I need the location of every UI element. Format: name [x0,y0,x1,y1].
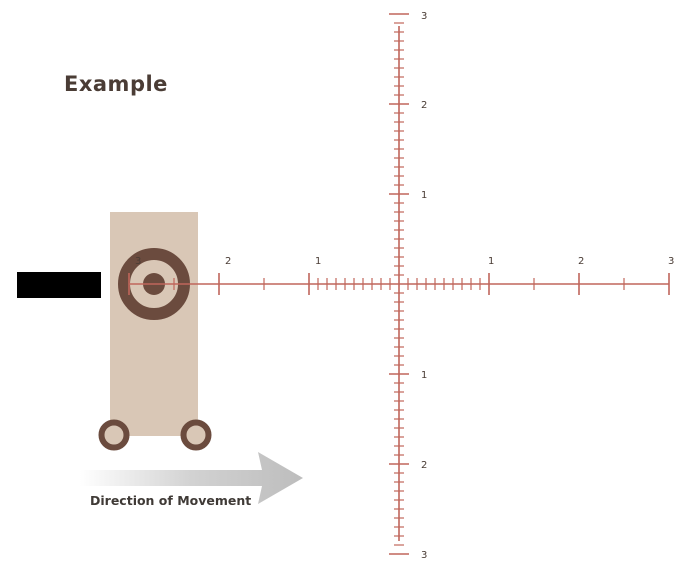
example-title: Example [64,72,168,96]
cart-body [110,212,198,436]
axes-group: 3 2 1 1 2 3 3 2 1 1 2 3 [128,11,674,561]
y-tick-label-bottom-1: 1 [421,370,427,381]
x-tick-label-left-1: 1 [315,256,321,267]
y-tick-label-top-2: 2 [421,100,427,111]
y-tick-label-top-3: 3 [421,11,427,22]
x-tick-label-right-3: 3 [668,256,674,267]
direction-caption: Direction of Movement [90,493,252,508]
x-tick-label-left-3: 3 [135,256,141,267]
y-tick-label-bottom-3: 3 [421,550,427,561]
black-bar [17,272,101,298]
x-tick-label-right-2: 2 [578,256,584,267]
x-tick-label-right-1: 1 [488,256,494,267]
y-tick-label-top-1: 1 [421,190,427,201]
wheel-left [98,419,130,451]
y-tick-label-bottom-2: 2 [421,460,427,471]
direction-arrow [80,452,303,504]
wheel-right [180,419,212,451]
x-tick-label-left-2: 2 [225,256,231,267]
